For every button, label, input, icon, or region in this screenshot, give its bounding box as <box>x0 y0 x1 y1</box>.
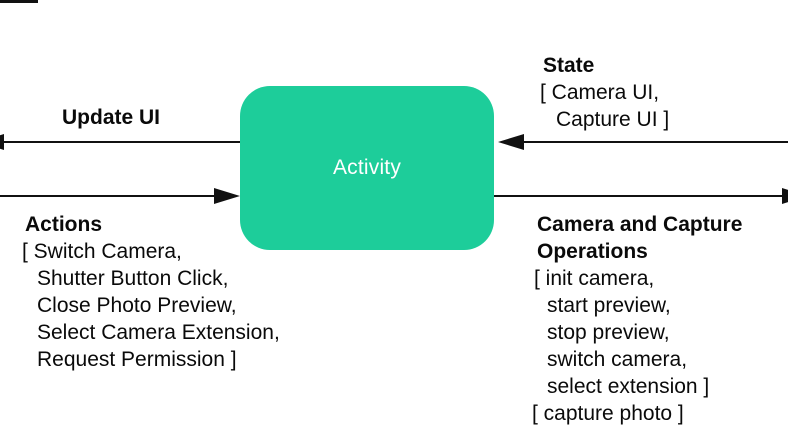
state-list-line: Capture UI ] <box>556 108 670 131</box>
camera-ops-list-line: select extension ] <box>547 375 710 398</box>
actions-list-line: Select Camera Extension, <box>37 321 280 344</box>
update-ui-arrow-line <box>0 141 240 143</box>
cropped-line-fragment <box>0 0 38 3</box>
actions-label-block: Actions [ Switch Camera, Shutter Button … <box>22 211 280 373</box>
state-list-line: [ Camera UI, <box>540 81 660 104</box>
activity-box-label: Activity <box>332 156 402 179</box>
camera-ops-list-line: start preview, <box>547 294 671 317</box>
update-ui-label: Update UI <box>62 106 161 129</box>
camera-ops-arrow-line <box>494 195 788 197</box>
camera-ops-list-line: [ init camera, <box>534 267 655 290</box>
actions-arrowhead-icon <box>214 188 240 204</box>
arrowhead-right-edge-clipped-icon <box>782 188 788 204</box>
camera-ops-label-block: Camera and Capture Operations [ init cam… <box>532 211 742 427</box>
camera-ops-label-line1: Camera and Capture <box>537 213 743 236</box>
actions-list-line: Request Permission ] <box>37 348 237 371</box>
state-arrowhead-icon <box>498 134 524 150</box>
actions-arrow-line <box>0 195 218 197</box>
camera-ops-list-line: switch camera, <box>547 348 688 371</box>
arrowhead-left-edge-clipped-icon <box>0 134 4 150</box>
state-arrow-line <box>520 141 788 143</box>
actions-list-line: Close Photo Preview, <box>37 294 237 317</box>
actions-list-line: Shutter Button Click, <box>37 267 229 290</box>
camera-ops-list-line: [ capture photo ] <box>532 402 684 425</box>
activity-box: Activity <box>240 86 494 250</box>
state-label-block: State [ Camera UI, Capture UI ] <box>540 52 669 133</box>
actions-list-line: [ Switch Camera, <box>22 240 182 263</box>
actions-label: Actions <box>25 213 103 236</box>
camera-ops-list-line: stop preview, <box>547 321 670 344</box>
camera-ops-label-line2: Operations <box>537 240 648 263</box>
state-label: State <box>543 54 595 77</box>
